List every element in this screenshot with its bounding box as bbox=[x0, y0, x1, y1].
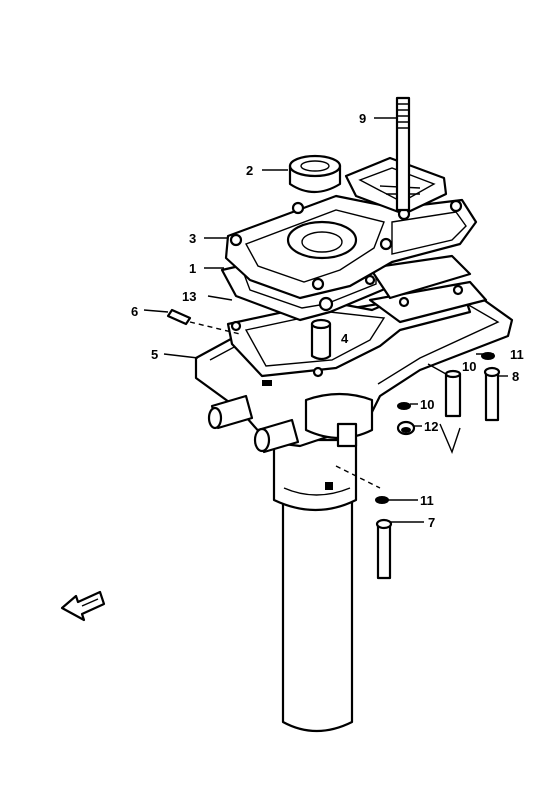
pin bbox=[166, 308, 192, 326]
callout-5: 5 bbox=[151, 347, 158, 362]
callout-10-dowel: 10 bbox=[462, 359, 476, 374]
callout-12: 12 bbox=[424, 419, 438, 434]
callout-11-lower: 11 bbox=[420, 493, 434, 508]
arrow-icon bbox=[60, 590, 106, 622]
callout-leaders bbox=[143, 117, 508, 523]
callout-4: 4 bbox=[341, 331, 349, 346]
oil-seal bbox=[288, 154, 342, 194]
callout-2: 2 bbox=[246, 163, 253, 178]
callout-10-washer: 10 bbox=[420, 397, 434, 412]
top-plate bbox=[224, 194, 478, 300]
callout-6: 6 bbox=[131, 304, 138, 319]
dashed-leaders bbox=[189, 321, 381, 489]
drive-shaft-housing bbox=[272, 438, 358, 732]
right-hardware bbox=[396, 352, 501, 454]
callout-13: 13 bbox=[182, 289, 196, 304]
callout-9: 9 bbox=[359, 111, 366, 126]
stud bbox=[395, 96, 411, 212]
callout-11-upper: 11 bbox=[510, 347, 524, 362]
callout-labels: 9 2 3 1 13 6 4 5 11 10 8 10 12 11 7 bbox=[131, 111, 524, 530]
callout-1: 1 bbox=[189, 261, 196, 276]
stem bbox=[310, 318, 332, 361]
callout-7: 7 bbox=[428, 515, 435, 530]
callout-8: 8 bbox=[512, 369, 519, 384]
lower-hardware bbox=[375, 496, 393, 580]
callout-3: 3 bbox=[189, 231, 196, 246]
